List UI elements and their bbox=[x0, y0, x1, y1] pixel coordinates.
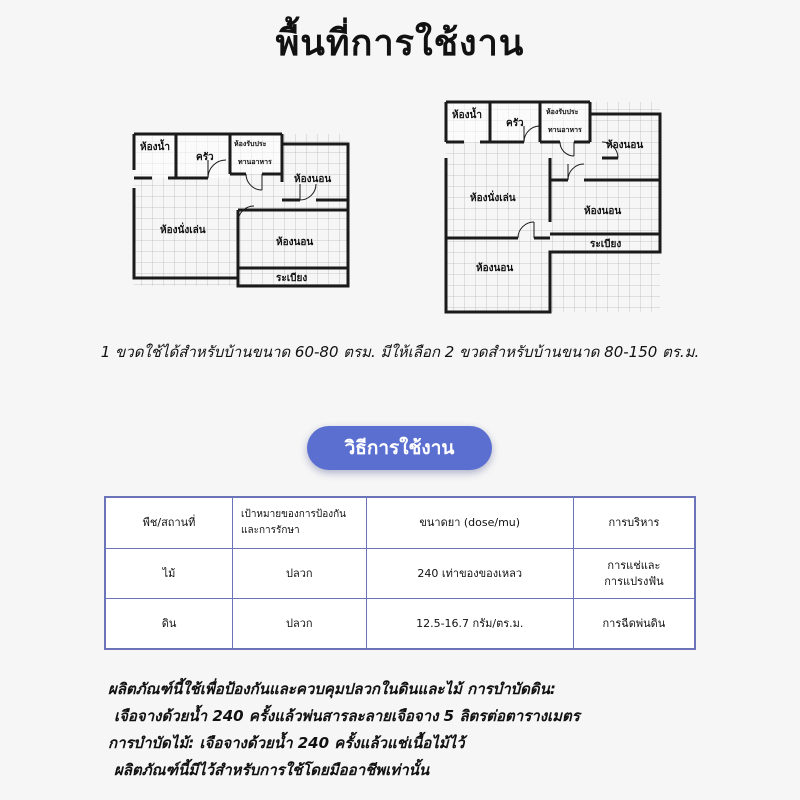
room-living: ห้องนั่งเล่น bbox=[160, 222, 206, 236]
header-dose: ขนาดยา (dose/mu) bbox=[365, 496, 574, 549]
room-dining-line2: ทานอาหาร bbox=[548, 126, 582, 134]
note-line-2: เจือจางด้วยน้ำ 240 ครั้งแล้วพ่นสารละลายเ… bbox=[114, 707, 580, 725]
header-admin: การบริหาร bbox=[572, 496, 696, 549]
cell-dose: 240 เท่าของของเหลว bbox=[365, 548, 574, 599]
floor-plan-small: ห้องน้ำ ครัว ห้องรับประ ทานอาหาร ห้องนอน… bbox=[130, 130, 352, 290]
header-place: พืช/สถานที่ bbox=[104, 496, 234, 549]
room-balcony: ระเบียง bbox=[276, 272, 307, 284]
usage-notes: ผลิตภัณฑ์นี้ใช้เพื่อป้องกันและควบคุมปลวก… bbox=[108, 676, 768, 784]
table-header-row: พืช/สถานที่ เป้าหมายของการป้องกัน และการ… bbox=[104, 496, 696, 549]
header-target: เป้าหมายของการป้องกัน และการรักษา bbox=[232, 496, 367, 549]
cell-admin: การแช่และ การแปรงฟัน bbox=[572, 548, 696, 599]
room-bedroom-2: ห้องนอน bbox=[276, 236, 313, 248]
header-target-line1: เป้าหมายของการป้องกัน bbox=[241, 509, 346, 520]
floor-plan-large: ห้องน้ำ ครัว ห้องรับประ ทานอาหาร ห้องนอน… bbox=[442, 98, 664, 316]
room-dining-line2: ทานอาหาร bbox=[238, 158, 272, 166]
page-title: พื้นที่การใช้งาน bbox=[275, 23, 525, 64]
room-bedroom-3: ห้องนอน bbox=[476, 262, 513, 274]
room-bedroom-1: ห้องนอน bbox=[606, 139, 643, 151]
room-living: ห้องนั่งเล่น bbox=[470, 190, 516, 204]
table-row: ดิน ปลวก 12.5-16.7 กรัม/ตร.ม. การฉีดพ่นด… bbox=[104, 598, 696, 650]
cell-admin-line2: การแปรงฟัน bbox=[604, 574, 664, 588]
cell-target: ปลวก bbox=[232, 548, 367, 599]
room-dining-line1: ห้องรับประ bbox=[234, 139, 267, 148]
cell-admin-line1: การแช่และ bbox=[607, 558, 661, 572]
note-line-1: ผลิตภัณฑ์นี้ใช้เพื่อป้องกันและควบคุมปลวก… bbox=[108, 680, 556, 698]
room-kitchen: ครัว bbox=[506, 117, 524, 129]
cell-place: ไม้ bbox=[104, 548, 234, 599]
size-caption: 1 ขวดใช้ได้สำหรับบ้านขนาด 60-80 ตรม. มีใ… bbox=[100, 343, 700, 361]
floor-plan-large-drawing: ห้องน้ำ ครัว ห้องรับประ ทานอาหาร ห้องนอน… bbox=[444, 100, 662, 314]
header-target-line2: และการรักษา bbox=[241, 525, 300, 536]
room-bathroom: ห้องน้ำ bbox=[452, 107, 482, 121]
note-line-3: การบำบัดไม้: เจือจางด้วยน้ำ 240 ครั้งแล้… bbox=[108, 734, 465, 752]
cell-admin-line1: การฉีดพ่นดิน bbox=[602, 616, 666, 630]
room-kitchen: ครัว bbox=[196, 151, 214, 163]
room-bedroom-1: ห้องนอน bbox=[294, 173, 331, 185]
room-balcony: ระเบียง bbox=[590, 238, 621, 250]
table-row: ไม้ ปลวก 240 เท่าของของเหลว การแช่และ กา… bbox=[104, 548, 696, 599]
room-dining-line1: ห้องรับประ bbox=[546, 107, 579, 116]
cell-dose: 12.5-16.7 กรัม/ตร.ม. bbox=[365, 598, 574, 650]
cell-target: ปลวก bbox=[232, 598, 367, 650]
note-line-4: ผลิตภัณฑ์นี้มีไว้สำหรับการใช้โดยมืออาชีพ… bbox=[114, 761, 430, 779]
floor-plan-small-drawing: ห้องน้ำ ครัว ห้องรับประ ทานอาหาร ห้องนอน… bbox=[132, 132, 350, 288]
room-bathroom: ห้องน้ำ bbox=[140, 139, 170, 153]
cell-admin: การฉีดพ่นดิน bbox=[572, 598, 696, 650]
dosage-table: พืช/สถานที่ เป้าหมายของการป้องกัน และการ… bbox=[104, 496, 696, 650]
cell-place: ดิน bbox=[104, 598, 234, 650]
room-bedroom-2: ห้องนอน bbox=[584, 205, 621, 217]
usage-instructions-button[interactable]: วิธีการใช้งาน bbox=[307, 426, 492, 470]
